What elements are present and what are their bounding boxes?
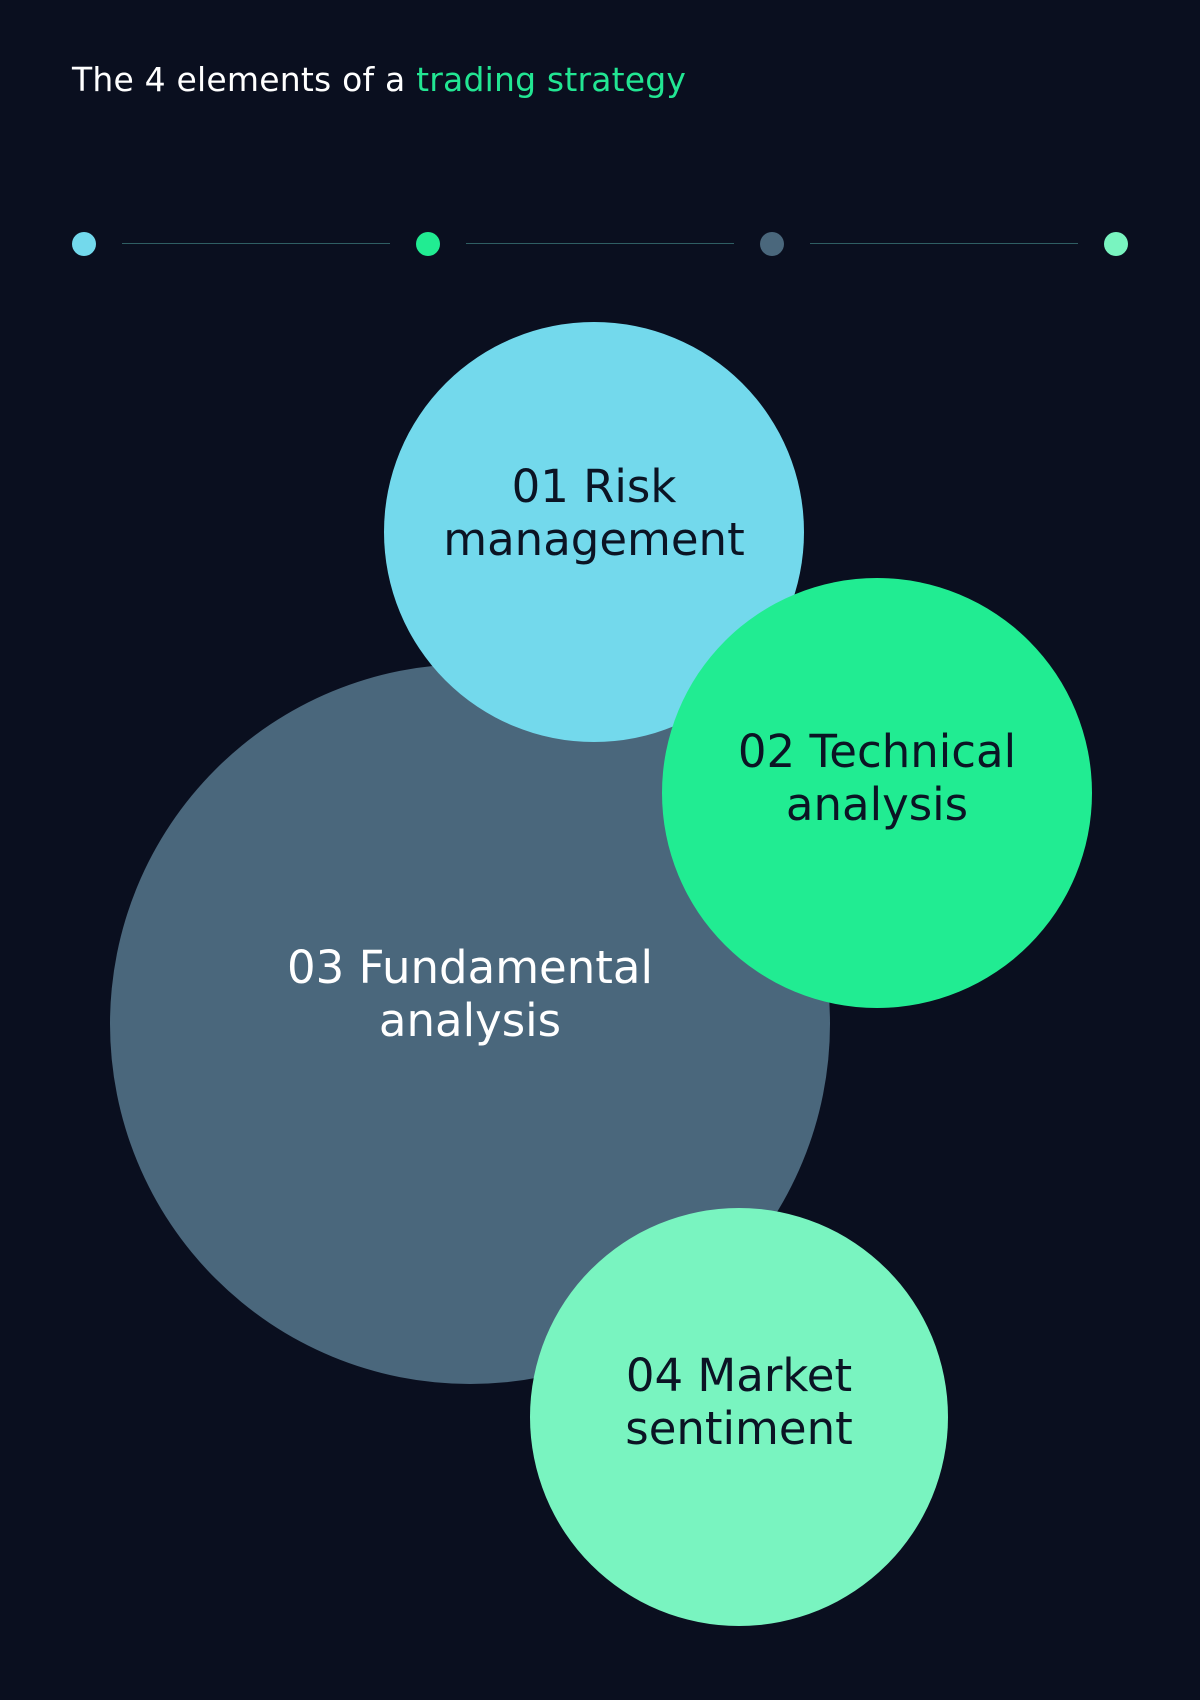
timeline-connector-2 bbox=[466, 243, 734, 244]
page-title: The 4 elements of a trading strategy bbox=[72, 60, 686, 99]
circle-risk-management: 01 Risk management bbox=[384, 322, 804, 742]
title-highlight: trading strategy bbox=[416, 60, 687, 99]
timeline-dot-4 bbox=[1104, 232, 1128, 256]
timeline-connector-1 bbox=[122, 243, 390, 244]
circle-technical-analysis: 02 Technical analysis bbox=[662, 578, 1092, 1008]
title-prefix: The 4 elements of a bbox=[72, 60, 417, 99]
timeline-dot-1 bbox=[72, 232, 96, 256]
circle-label-sentiment: 04 Market sentiment bbox=[625, 1349, 853, 1455]
timeline-connector-3 bbox=[810, 243, 1078, 244]
circle-label-fundamental: 03 Fundamental analysis bbox=[287, 941, 653, 1047]
circle-label-technical: 02 Technical analysis bbox=[737, 725, 1017, 831]
circle-market-sentiment: 04 Market sentiment bbox=[530, 1208, 948, 1626]
circle-label-risk: 01 Risk management bbox=[443, 460, 745, 566]
timeline-dot-2 bbox=[416, 232, 440, 256]
timeline-dot-3 bbox=[760, 232, 784, 256]
